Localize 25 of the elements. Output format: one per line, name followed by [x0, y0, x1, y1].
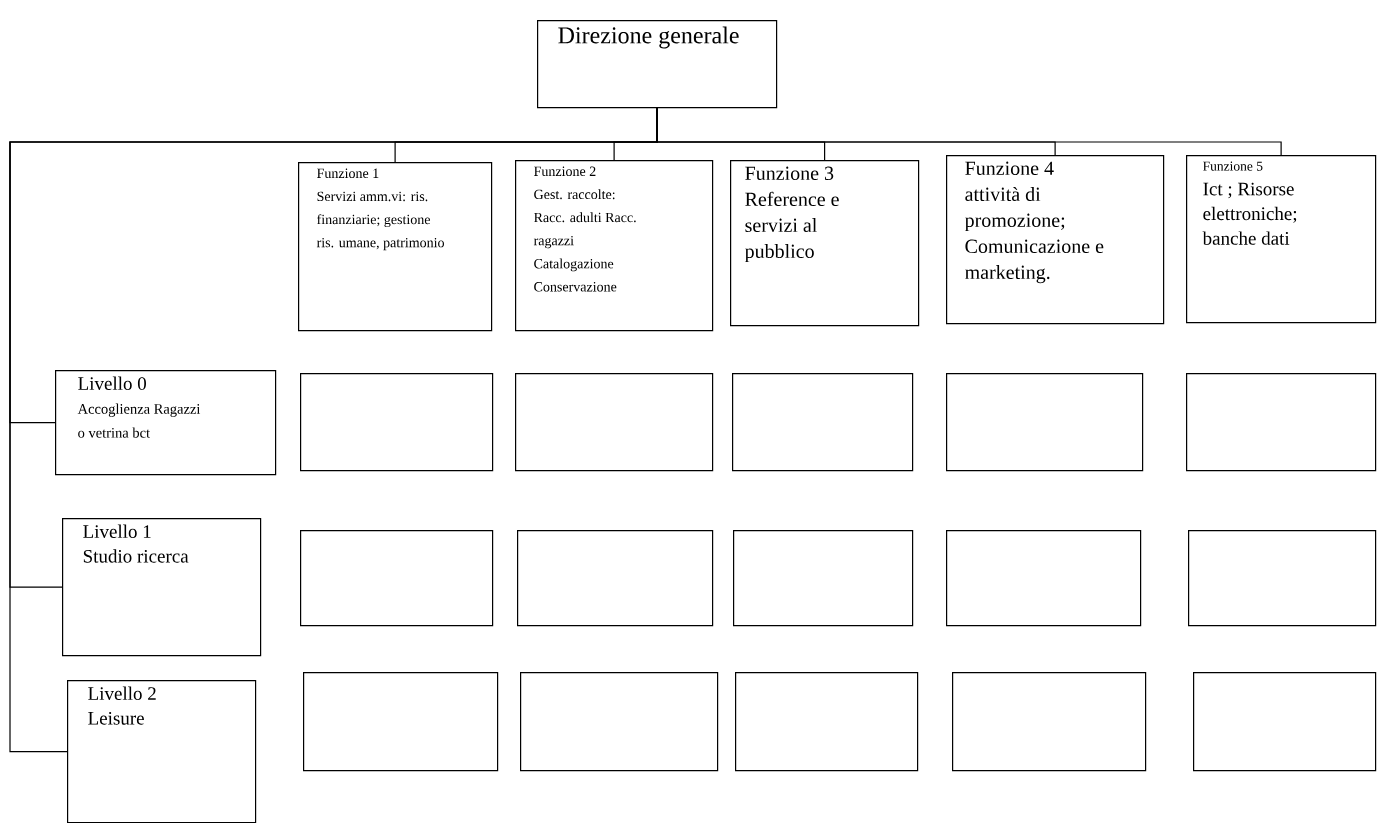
- empty-box: [1186, 373, 1377, 472]
- org-box: Livello 0 Accoglienza Ragazzi o vetrina bct: [55, 370, 277, 476]
- empty-box: [946, 373, 1144, 472]
- empty-box: [520, 672, 719, 772]
- org-box: Funzione 5 Ict ; Risorse elettroniche; banche dati: [1186, 155, 1377, 324]
- empty-box: [952, 672, 1147, 772]
- org-box: Funzione 4 attività di promozione; Comunicazione e marketing.: [946, 155, 1165, 325]
- title-box: Direzione generale: [537, 20, 778, 109]
- empty-box: [1193, 672, 1377, 772]
- empty-box: [303, 672, 499, 772]
- empty-box: [300, 530, 494, 627]
- org-box: Funzione 1 Servizi amm.vi: ris. finanziarie; gestione ris. umane, patrimonio: [298, 162, 493, 332]
- connector-line: [9, 107, 658, 753]
- empty-box: [733, 530, 914, 627]
- org-box: Livello 1 Studio ricerca: [62, 518, 262, 657]
- empty-box: [946, 530, 1142, 627]
- empty-box: [735, 672, 919, 772]
- empty-box: [300, 373, 494, 472]
- empty-box: [1188, 530, 1377, 627]
- org-box: Funzione 2 Gest. raccolte: Racc. adulti Racc. ragazzi Catalogazione Conservazione: [515, 160, 714, 332]
- empty-box: [517, 530, 714, 627]
- empty-box: [515, 373, 714, 472]
- org-box: Livello 2 Leisure: [67, 680, 257, 823]
- org-box: Funzione 3 Reference e servizi al pubblico: [730, 160, 920, 327]
- empty-box: [732, 373, 914, 472]
